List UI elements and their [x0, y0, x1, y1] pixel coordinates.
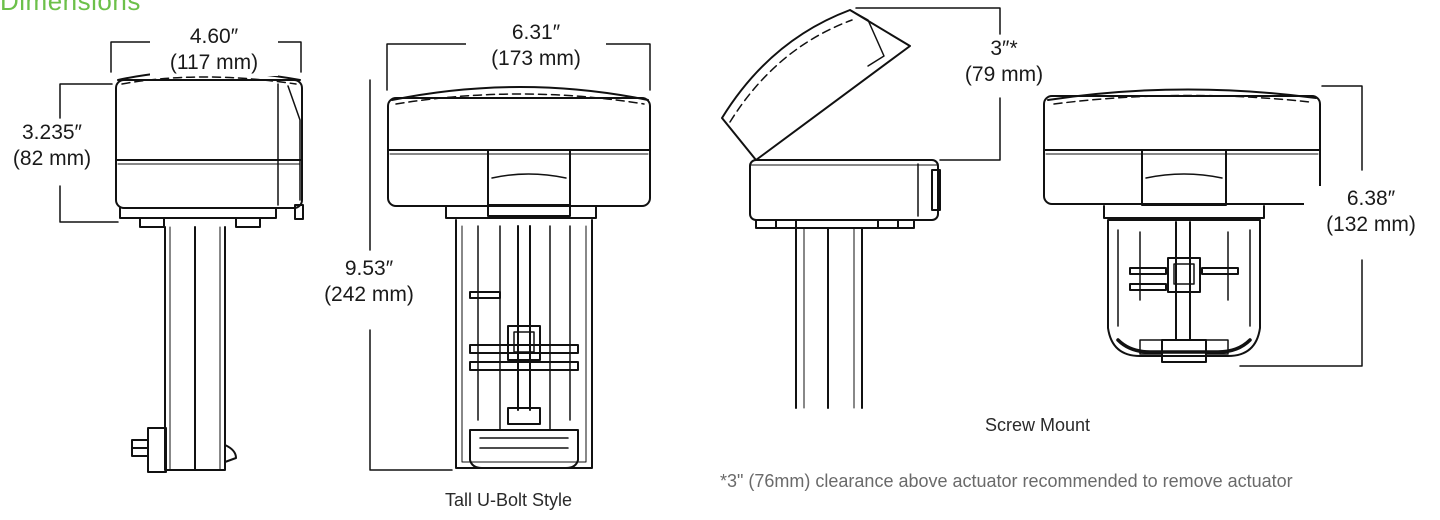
tall-height-mm: (242 mm)	[324, 283, 414, 306]
tall-ubolt-actuator-drawing	[369, 43, 651, 471]
left-width-mm: (117 mm)	[169, 51, 259, 74]
left-height-mm: (82 mm)	[12, 147, 92, 170]
tall-ubolt-caption: Tall U-Bolt Style	[445, 490, 573, 510]
left-width-inch: 4.60″	[189, 25, 239, 48]
left-height-inch: 3.235″	[22, 121, 82, 144]
tall-width-mm: (173 mm)	[491, 47, 581, 70]
tall-width-inch: 6.31″	[511, 21, 561, 44]
clearance-footnote: *3" (76mm) clearance above actuator reco…	[720, 471, 1293, 491]
page-title: Dimensions	[0, 0, 141, 16]
left-height-label: 3.235″ (82 mm)	[0, 120, 104, 172]
left-width-label: 4.60″ (117 mm)	[150, 24, 278, 76]
clearance-label: 3″* (79 mm)	[940, 36, 1068, 88]
tall-height-inch: 9.53″	[344, 257, 394, 280]
screw-height-mm: (132 mm)	[1326, 213, 1416, 236]
tilted-cover-actuator-drawing	[721, 7, 1001, 409]
tall-width-label: 6.31″ (173 mm)	[466, 20, 606, 72]
tall-height-label: 9.53″ (242 mm)	[300, 256, 438, 308]
clearance-mm: (79 mm)	[964, 63, 1044, 86]
screw-mount-actuator-drawing	[1043, 85, 1363, 367]
screw-mount-caption: Screw Mount	[985, 415, 1091, 435]
left-actuator-drawing	[59, 41, 304, 473]
clearance-inch: 3″*	[990, 37, 1018, 60]
screw-height-label: 6.38″ (132 mm)	[1304, 186, 1438, 238]
screw-height-inch: 6.38″	[1346, 187, 1396, 210]
